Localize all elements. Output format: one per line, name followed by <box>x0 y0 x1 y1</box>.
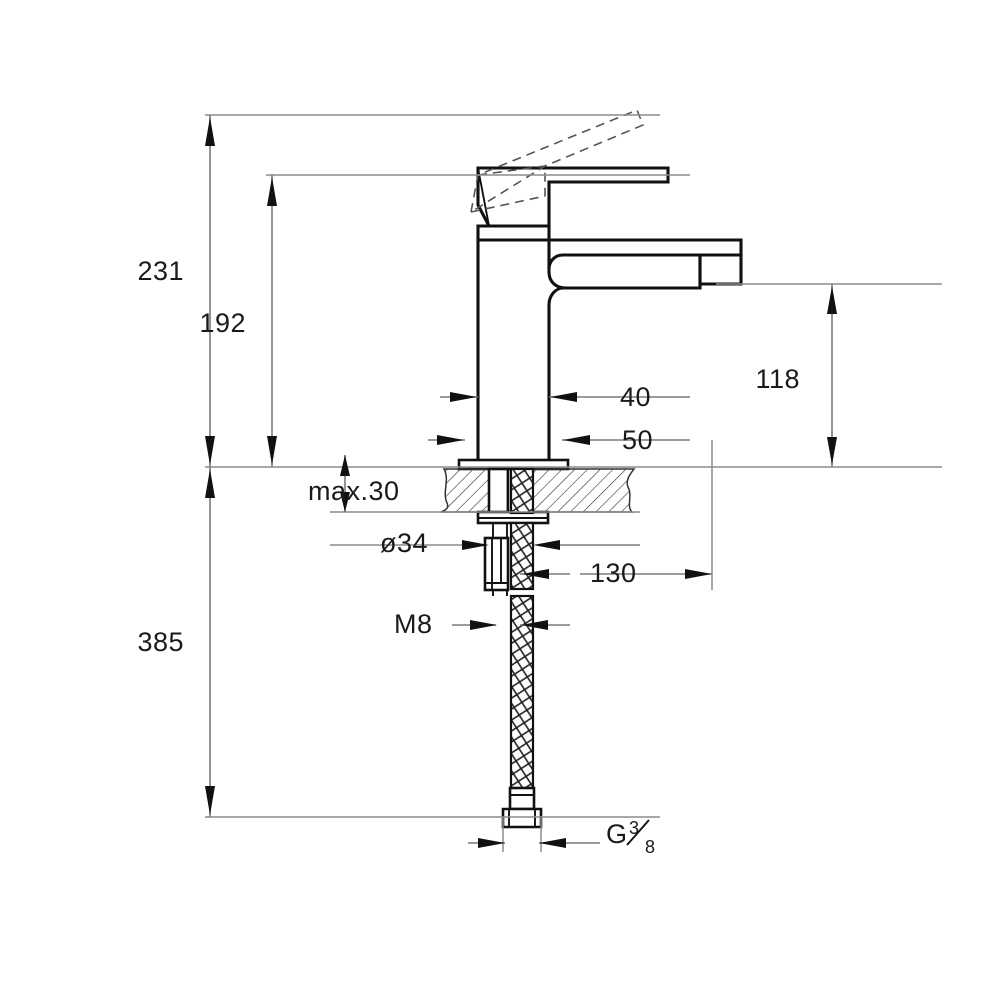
flexible-hose <box>509 467 535 792</box>
dim-385: 385 <box>137 467 215 817</box>
dim-130: 130 <box>520 440 713 590</box>
counter-deck-section <box>440 468 636 513</box>
dim-231: 231 <box>137 115 215 467</box>
dim-40-label: 40 <box>620 382 651 412</box>
spout-body <box>476 238 743 469</box>
dim-118: 118 <box>755 284 837 467</box>
dim-50-label: 50 <box>622 425 653 455</box>
dim-g38-denominator: 8 <box>645 837 655 857</box>
dim-g38-letter: G <box>606 819 628 849</box>
dim-max30-label: max.30 <box>308 476 400 506</box>
dim-g38: G 3 8 <box>468 817 655 857</box>
dim-40: 40 <box>440 382 690 412</box>
dim-130-label: 130 <box>590 558 637 588</box>
dim-m8-label: M8 <box>394 609 433 639</box>
dim-d34: ø34 <box>330 528 640 558</box>
faucet-body-group <box>440 108 743 829</box>
dim-118-label: 118 <box>755 364 800 394</box>
dim-231-label: 231 <box>137 256 184 286</box>
dim-max30: max.30 <box>308 455 400 512</box>
lever-handle-raised-phantom <box>469 108 645 214</box>
dim-192: 192 <box>199 175 277 467</box>
dim-385-label: 385 <box>137 627 184 657</box>
hose-end-connector <box>501 786 543 829</box>
dim-d34-label: ø34 <box>380 528 428 558</box>
reference-lines <box>205 114 942 818</box>
lever-handle <box>476 166 670 228</box>
dim-192-label: 192 <box>199 308 246 338</box>
dim-g38-numerator: 3 <box>629 818 639 838</box>
dim-50: 50 <box>428 425 690 455</box>
dim-m8: M8 <box>394 609 570 639</box>
cartridge-collar <box>476 224 551 242</box>
